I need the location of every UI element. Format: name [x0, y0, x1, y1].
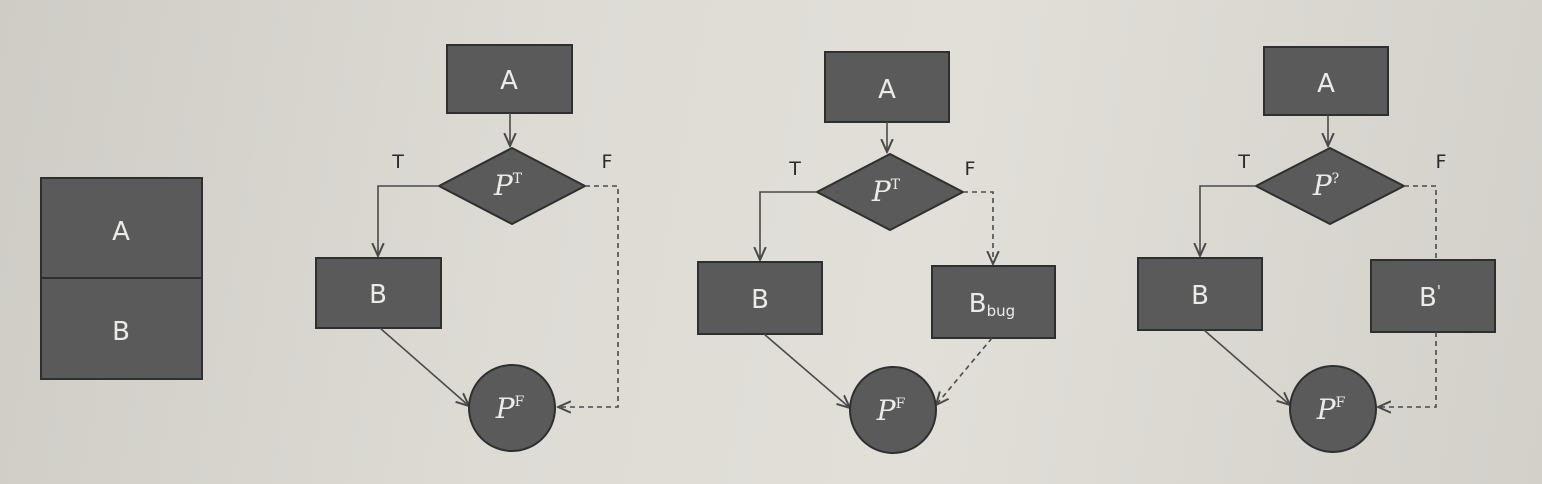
d3-end-label: PF — [1316, 393, 1346, 426]
d3-label-b: B — [1191, 281, 1209, 311]
d2-box-a — [824, 51, 950, 123]
d3-false-label: F — [1436, 151, 1447, 173]
d2-condition-diamond — [814, 152, 966, 232]
d2-end-node — [849, 366, 937, 454]
d3-label-b-prime: B' — [1419, 282, 1441, 313]
d2-box-b — [697, 261, 823, 335]
d1-condition-label: PT — [493, 169, 523, 202]
d3-condition-diamond — [1253, 146, 1407, 226]
d1-condition-diamond — [436, 146, 588, 226]
d1-end-label: PF — [495, 392, 525, 425]
d1-end-node — [468, 364, 556, 452]
d2-false-label: F — [965, 158, 976, 180]
diagram-2: A PT T F B Bbug PF — [697, 51, 1056, 454]
sequence-box-a — [40, 177, 203, 279]
diagram-3: A P? T F B B' PF — [1137, 46, 1496, 453]
d3-box-b — [1137, 257, 1263, 331]
d3-box-a — [1263, 46, 1389, 116]
d3-box-b-prime — [1370, 259, 1496, 333]
d1-edge-false — [558, 185, 619, 407]
d3-edge-false — [1404, 185, 1437, 260]
d1-true-label: T — [391, 151, 404, 173]
d2-edge-bug-end — [936, 337, 993, 405]
d2-edge-true — [760, 191, 817, 260]
d3-edge-b-end — [1203, 329, 1290, 405]
d3-condition-label: P? — [1312, 169, 1339, 202]
d1-box-b — [315, 257, 442, 329]
d2-label-b: B — [751, 285, 769, 315]
sequence-label-a: A — [112, 217, 130, 247]
d3-true-label: T — [1237, 151, 1250, 173]
d1-edge-b-end — [379, 327, 469, 406]
d2-edge-b-end — [763, 333, 850, 408]
sequence-box-b — [40, 277, 203, 380]
diagram-1: A PT T F B PF — [315, 44, 619, 452]
d1-label-b: B — [369, 280, 387, 310]
d2-end-label: PF — [876, 394, 906, 427]
d3-label-a: A — [1317, 69, 1335, 99]
d2-box-bug — [931, 265, 1056, 339]
d1-false-label: F — [602, 151, 613, 173]
d3-edge-bprime-end — [1378, 332, 1437, 407]
sequence-block: A B — [40, 177, 203, 380]
d2-label-bug: Bbug — [969, 289, 1015, 320]
sequence-label-b: B — [112, 317, 130, 347]
d3-end-node — [1289, 365, 1377, 453]
d3-edge-true — [1200, 185, 1256, 256]
d1-edge-true — [378, 185, 439, 256]
d2-true-label: T — [788, 158, 801, 180]
d2-edge-false — [963, 191, 993, 264]
d1-label-a: A — [500, 66, 518, 96]
d2-condition-label: PT — [871, 175, 901, 208]
d2-label-a: A — [878, 75, 896, 105]
